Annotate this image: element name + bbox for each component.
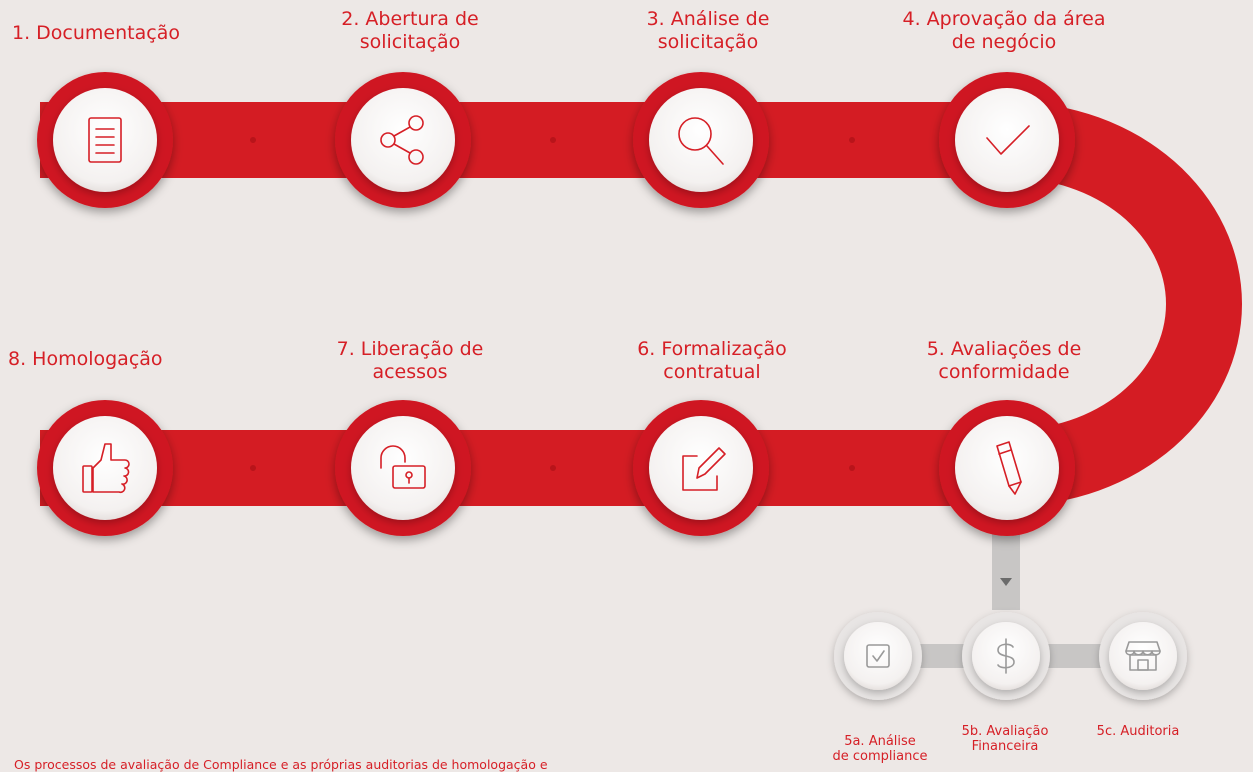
red-track bbox=[40, 102, 1242, 506]
substep-5c-label: 5c. Auditoria bbox=[1096, 724, 1180, 739]
step-8-label: 8. Homologação bbox=[8, 348, 163, 370]
track-dot bbox=[550, 137, 556, 143]
track-dot bbox=[250, 465, 256, 471]
track-dot bbox=[250, 137, 256, 143]
step-2-node bbox=[335, 72, 471, 208]
down-arrow-icon bbox=[1000, 578, 1012, 586]
track-dot bbox=[550, 465, 556, 471]
document-icon bbox=[88, 117, 122, 163]
store-icon bbox=[1125, 641, 1161, 671]
footnote-text: Os processos de avaliação de Compliance … bbox=[14, 757, 548, 772]
step-6-node bbox=[633, 400, 769, 536]
step-3-node bbox=[633, 72, 769, 208]
substep-5c-node bbox=[1099, 612, 1187, 700]
check-icon bbox=[986, 125, 1030, 155]
substep-5b-node bbox=[962, 612, 1050, 700]
edit-icon bbox=[682, 447, 726, 491]
step-1-label: 1. Documentação bbox=[12, 22, 180, 44]
dollar-icon bbox=[997, 638, 1015, 674]
checkbox-icon bbox=[866, 644, 890, 668]
substep-5a-node bbox=[834, 612, 922, 700]
share-icon bbox=[380, 115, 424, 165]
unlock-icon bbox=[380, 445, 426, 489]
step-4-node bbox=[939, 72, 1075, 208]
pencil-icon bbox=[996, 441, 1022, 495]
thumbs-up-icon bbox=[82, 443, 130, 494]
step-7-node bbox=[335, 400, 471, 536]
track-dot bbox=[849, 137, 855, 143]
step-8-node bbox=[37, 400, 173, 536]
step-5-node bbox=[939, 400, 1075, 536]
track-dot bbox=[849, 465, 855, 471]
search-icon bbox=[678, 117, 724, 165]
step-1-node bbox=[37, 72, 173, 208]
